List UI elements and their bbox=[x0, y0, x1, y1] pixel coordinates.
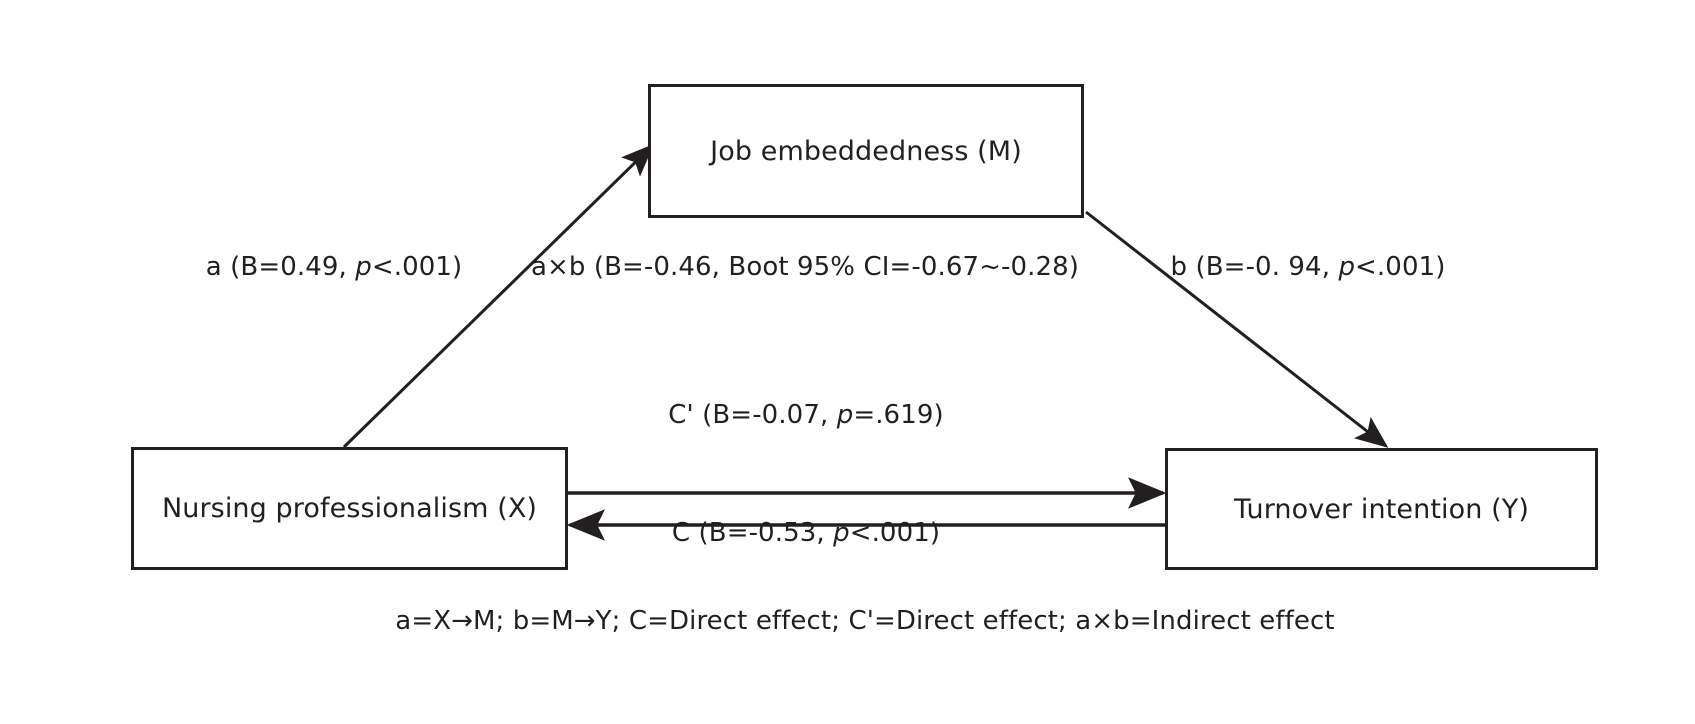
path-label-a-italic: p bbox=[355, 252, 372, 282]
node-label-mediator: Job embeddedness (M) bbox=[710, 135, 1022, 167]
node-box-independent[interactable]: Nursing professionalism (X) bbox=[131, 447, 568, 570]
path-label-c: C (B=-0.53, p<.001) bbox=[672, 518, 940, 548]
path-label-a: a (B=0.49, p<.001) bbox=[206, 252, 463, 282]
node-box-dependent[interactable]: Turnover intention (Y) bbox=[1165, 448, 1598, 570]
path-label-indirect-effect: a×b (B=-0.46, Boot 95% CI=-0.67~-0.28) bbox=[531, 252, 1079, 282]
path-label-b-suffix: <.001) bbox=[1355, 252, 1446, 282]
arrow-path-b bbox=[1085, 210, 1389, 448]
node-label-dependent: Turnover intention (Y) bbox=[1233, 493, 1530, 525]
path-label-b-italic: p bbox=[1338, 252, 1356, 282]
path-label-c-prime-suffix: =.619) bbox=[853, 400, 944, 430]
node-box-mediator[interactable]: Job embeddedness (M) bbox=[648, 84, 1084, 218]
node-label-independent: Nursing professionalism (X) bbox=[161, 493, 538, 524]
figure-footnote: a=X→M; b=M→Y; C=Direct effect; C'=Direct… bbox=[395, 606, 1334, 636]
arrow-path-a bbox=[342, 143, 655, 449]
path-label-indirect-text: a×b (B=-0.46, Boot 95% CI=-0.67~-0.28) bbox=[530, 252, 1080, 282]
path-label-c-italic: p bbox=[833, 518, 850, 548]
figure-footnote-text: a=X→M; b=M→Y; C=Direct effect; C'=Direct… bbox=[395, 606, 1335, 636]
path-label-b: b (B=-0. 94, p<.001) bbox=[1171, 252, 1446, 282]
path-label-c-prefix: C (B=-0.53, bbox=[671, 518, 834, 548]
path-label-c-suffix: <.001) bbox=[849, 518, 941, 548]
path-label-c-prime: C' (B=-0.07, p=.619) bbox=[668, 400, 943, 430]
path-label-a-suffix: <.001) bbox=[371, 252, 463, 282]
path-label-b-prefix: b (B=-0. 94, bbox=[1170, 252, 1339, 282]
path-label-a-prefix: a (B=0.49, bbox=[205, 252, 356, 282]
path-label-c-prime-prefix: C' (B=-0.07, bbox=[668, 400, 837, 430]
path-label-c-prime-italic: p bbox=[836, 400, 854, 430]
